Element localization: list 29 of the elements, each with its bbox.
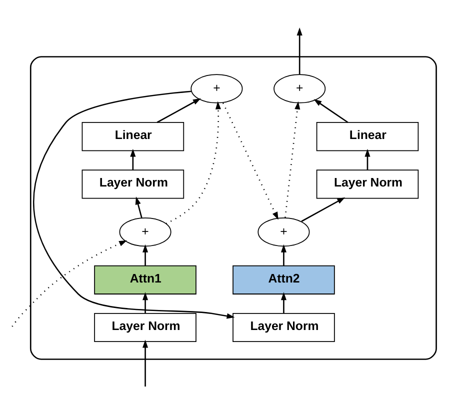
node-ellipse: + (190, 74, 243, 104)
node-box: Layer Norm (316, 170, 419, 199)
node-ellipse: + (258, 217, 310, 247)
arrow (33, 90, 235, 319)
arrow (280, 244, 286, 266)
node-box: Layer Norm (94, 312, 196, 342)
arrow (280, 292, 286, 314)
arrow (135, 196, 142, 218)
arrow (284, 101, 300, 218)
node-box: Linear (82, 122, 184, 152)
arrow (156, 98, 201, 123)
arrow (222, 102, 278, 220)
arrow (296, 27, 302, 74)
arrow (364, 148, 370, 170)
arrow (301, 197, 346, 222)
arrow (142, 244, 148, 266)
node-box: Layer Norm (232, 312, 335, 342)
node-box: Attn2 (232, 265, 335, 294)
node-box: Attn1 (94, 265, 196, 294)
cluster (30, 56, 437, 360)
arrow (130, 148, 136, 170)
arrow (142, 340, 148, 387)
node-box: Layer Norm (82, 170, 184, 199)
arrow (314, 99, 348, 123)
node-ellipse: + (274, 74, 326, 104)
node-box: Linear (316, 122, 419, 152)
arrow (12, 240, 128, 327)
arrow (142, 292, 148, 314)
arrow (166, 101, 221, 224)
